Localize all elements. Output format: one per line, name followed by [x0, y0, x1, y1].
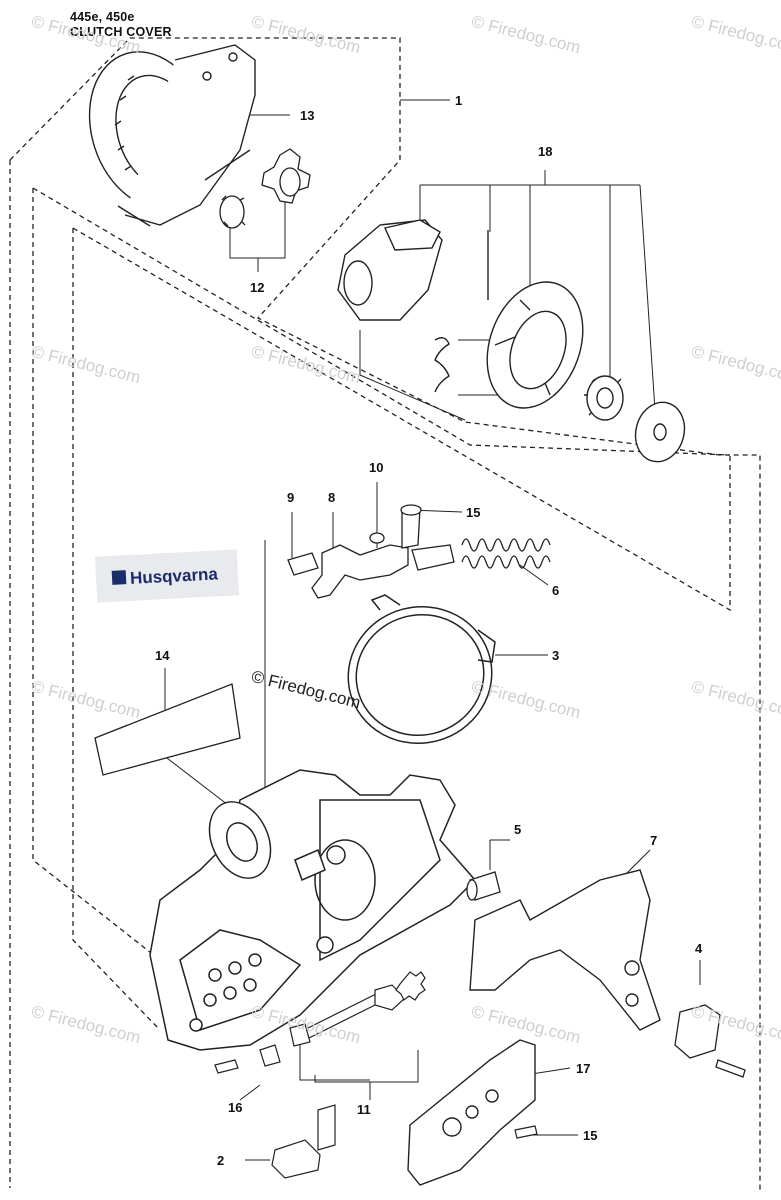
- callout-14: 14: [155, 648, 170, 663]
- callout-18: 18: [538, 144, 552, 159]
- part-7-guide-plate: [469, 869, 661, 1031]
- part-13-cover: [88, 44, 256, 227]
- diagram-header: 445e, 450e CLUTCH COVER: [70, 10, 172, 40]
- callout-10: 10: [369, 460, 383, 475]
- part-3-brake-band: [347, 594, 496, 745]
- callout-2: 2: [217, 1153, 224, 1168]
- part-hardware: [214, 971, 538, 1179]
- callout-8: 8: [328, 490, 335, 505]
- callout-12: 12: [250, 280, 264, 295]
- assembly-boundary-lines: [9, 37, 761, 1190]
- section-title: CLUTCH COVER: [70, 25, 172, 39]
- callout-11: 11: [357, 1102, 371, 1117]
- callout-1: 1: [455, 93, 462, 108]
- part-18-clutch: [337, 219, 686, 463]
- main-clutch-cover: [149, 769, 477, 1051]
- model-numbers: 445e, 450e: [70, 10, 135, 24]
- decal-brand-text: Husqvarna: [130, 564, 219, 588]
- part-6-spring: [461, 538, 551, 569]
- callout-numbers: 1 13 12 18 10 9 8 15 6 3 14 5 7 4 17 16 …: [155, 93, 703, 1168]
- callout-17: 17: [576, 1061, 590, 1076]
- callout-6: 6: [552, 583, 559, 598]
- part-14-decals: [94, 549, 241, 776]
- callout-15-lower: 15: [583, 1128, 597, 1143]
- callout-3: 3: [552, 648, 559, 663]
- part-12-gears: [219, 148, 311, 229]
- callout-7: 7: [650, 833, 657, 848]
- husqvarna-decal: Husqvarna: [111, 564, 219, 588]
- part-4-block: [674, 1004, 746, 1078]
- part-5-pin: [466, 871, 501, 901]
- callout-5: 5: [514, 822, 521, 837]
- callout-13: 13: [300, 108, 314, 123]
- callout-15-upper: 15: [466, 505, 480, 520]
- callout-16: 16: [228, 1100, 242, 1115]
- callout-4: 4: [695, 941, 703, 956]
- part-17-plate: [407, 1039, 536, 1186]
- callout-9: 9: [287, 490, 294, 505]
- crown-logo-icon: [111, 570, 127, 585]
- part-brake-linkage: [287, 504, 455, 599]
